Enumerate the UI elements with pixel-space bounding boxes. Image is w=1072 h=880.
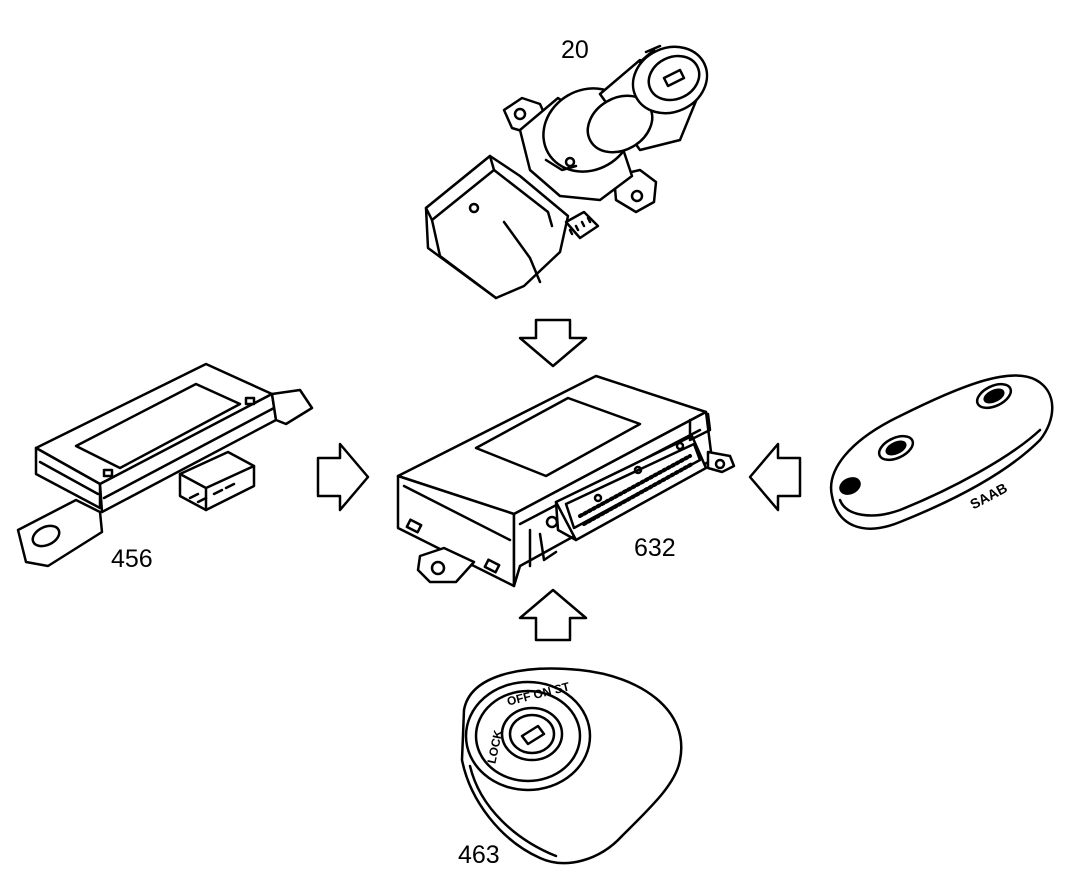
control-module <box>396 374 736 588</box>
arrow-up-icon <box>518 588 588 642</box>
label-463: 463 <box>458 841 500 869</box>
cylinder-lock-text: LOCK <box>484 728 505 764</box>
arrow-right-icon <box>316 442 370 512</box>
label-456: 456 <box>111 545 153 573</box>
receiver-module <box>16 362 314 568</box>
key-cylinder: LOCK OFF ON ST <box>460 667 683 865</box>
label-20: 20 <box>561 36 589 64</box>
arrow-left-icon <box>748 442 802 512</box>
arrow-down-icon <box>518 318 588 368</box>
key-fob: SAAB <box>829 374 1054 530</box>
ignition-switch <box>424 44 709 300</box>
label-632: 632 <box>634 534 676 562</box>
